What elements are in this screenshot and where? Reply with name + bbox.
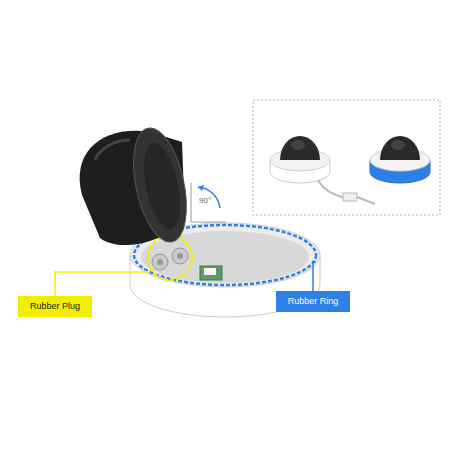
angle-symbol — [191, 183, 226, 222]
leader-line — [313, 262, 316, 291]
angle-label: 90° — [199, 196, 211, 205]
inset-frame — [253, 100, 440, 215]
rubber-plug-highlight — [148, 236, 192, 280]
camera-dome — [80, 123, 196, 246]
callout-text: Rubber Ring — [288, 296, 339, 307]
leader-line — [55, 272, 148, 296]
callout-box: Rubber Ring — [276, 291, 351, 312]
callout-text: Rubber Plug — [30, 301, 80, 312]
inset-camera-white — [270, 136, 375, 204]
callout-box: Rubber Plug — [18, 296, 92, 317]
inset-camera-blue — [370, 136, 430, 183]
